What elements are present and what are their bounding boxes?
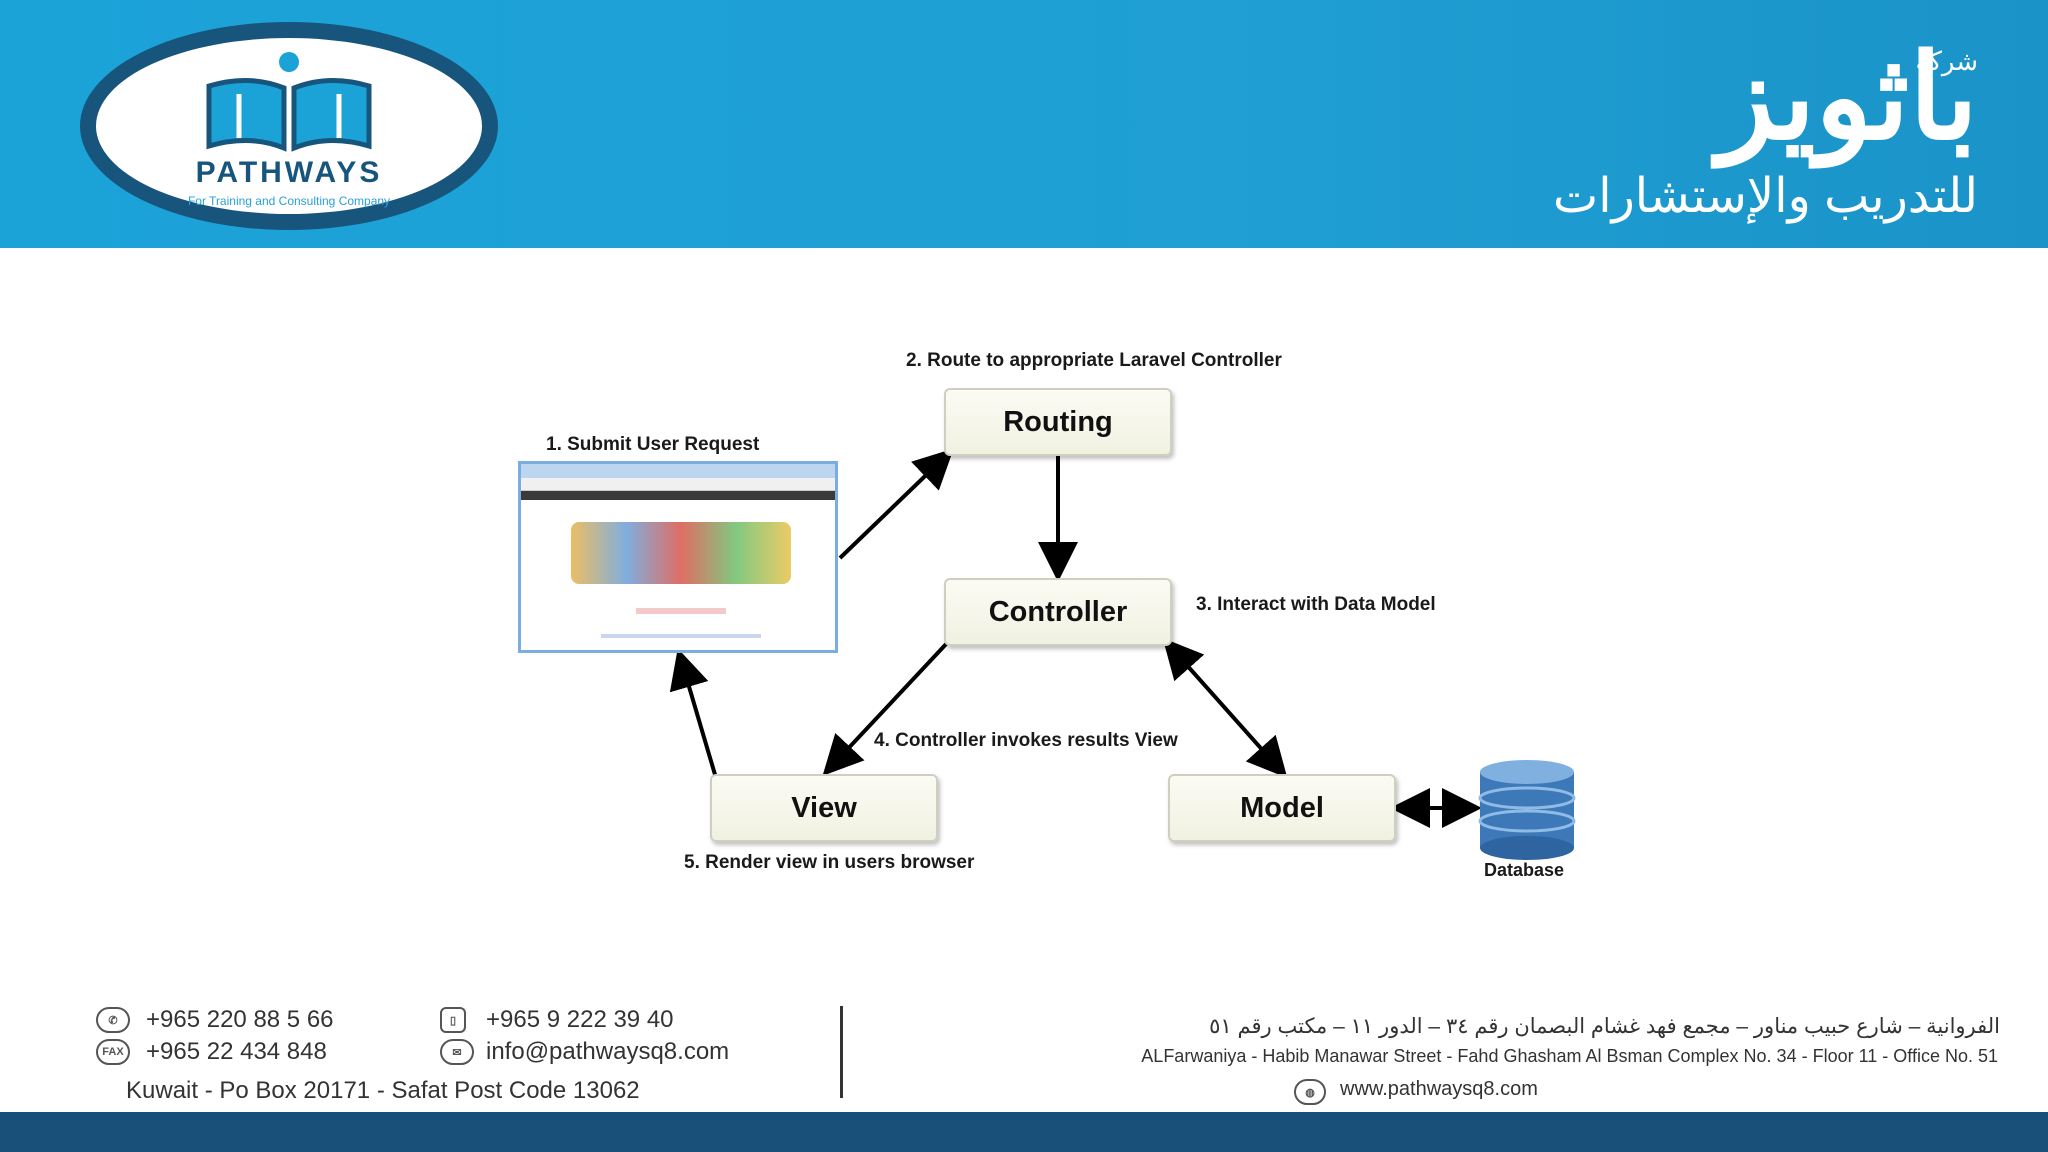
fax-number: +965 22 434 848 — [146, 1038, 327, 1065]
logo-tagline: For Training and Consulting Company — [187, 194, 391, 208]
step-2-label: 2. Route to appropriate Laravel Controll… — [906, 350, 1282, 371]
arabic-brand: باثويز — [1717, 32, 1978, 164]
browser-menubar — [521, 491, 835, 500]
logo-name: PATHWAYS — [195, 156, 383, 189]
browser-tabbar — [521, 464, 835, 478]
phone-number: +965 220 88 5 66 — [146, 1006, 334, 1033]
step-3-label: 3. Interact with Data Model — [1196, 594, 1436, 615]
globe-icon: ◍ — [1294, 1079, 1326, 1105]
mobile-number: +965 9 222 39 40 — [486, 1006, 674, 1033]
routing-node: Routing — [944, 388, 1172, 456]
page-footer-line — [601, 634, 761, 638]
view-node: View — [710, 774, 938, 842]
header-banner: PATHWAYS For Training and Consulting Com… — [0, 0, 2048, 248]
address-english: ALFarwaniya - Habib Manawar Street - Fah… — [1141, 1046, 1998, 1066]
step-4-label: 4. Controller invokes results View — [874, 730, 1178, 751]
book-person-icon — [206, 52, 372, 152]
mobile-icon: ▯ — [440, 1007, 466, 1033]
arabic-tagline: للتدريب والإستشارات — [1553, 170, 1978, 223]
search-doodle-image — [571, 522, 791, 584]
arabic-company-word: شركة — [1915, 46, 1978, 76]
address-arabic: الفروانية – شارع حبيب مناور – مجمع فهد غ… — [1209, 1015, 2000, 1038]
website-link[interactable]: www.pathwaysq8.com — [1340, 1078, 1538, 1100]
arrow-controller-model — [1162, 638, 1288, 778]
controller-node: Controller — [944, 578, 1172, 646]
browser-address-bar — [521, 478, 835, 491]
email-icon: ✉ — [440, 1039, 474, 1065]
footer-bar — [0, 1112, 2048, 1152]
po-box: Kuwait - Po Box 20171 - Safat Post Code … — [126, 1077, 640, 1104]
step-1-label: 1. Submit User Request — [546, 434, 760, 455]
footer-divider — [840, 1006, 843, 1098]
pathways-logo: PATHWAYS For Training and Consulting Com… — [80, 22, 498, 230]
search-buttons — [636, 608, 726, 614]
database-icon — [1478, 760, 1576, 860]
model-node: Model — [1168, 774, 1396, 842]
database-label: Database — [1484, 860, 1565, 880]
arrow-browser-to-routing — [838, 448, 954, 560]
phone-icon: ✆ — [96, 1007, 130, 1033]
arrow-view-to-browser — [669, 648, 718, 779]
step-5-label: 5. Render view in users browser — [684, 852, 975, 873]
fax-icon: FAX — [96, 1039, 130, 1065]
browser-screenshot — [518, 461, 838, 653]
email-address: info@pathwaysq8.com — [486, 1038, 730, 1065]
